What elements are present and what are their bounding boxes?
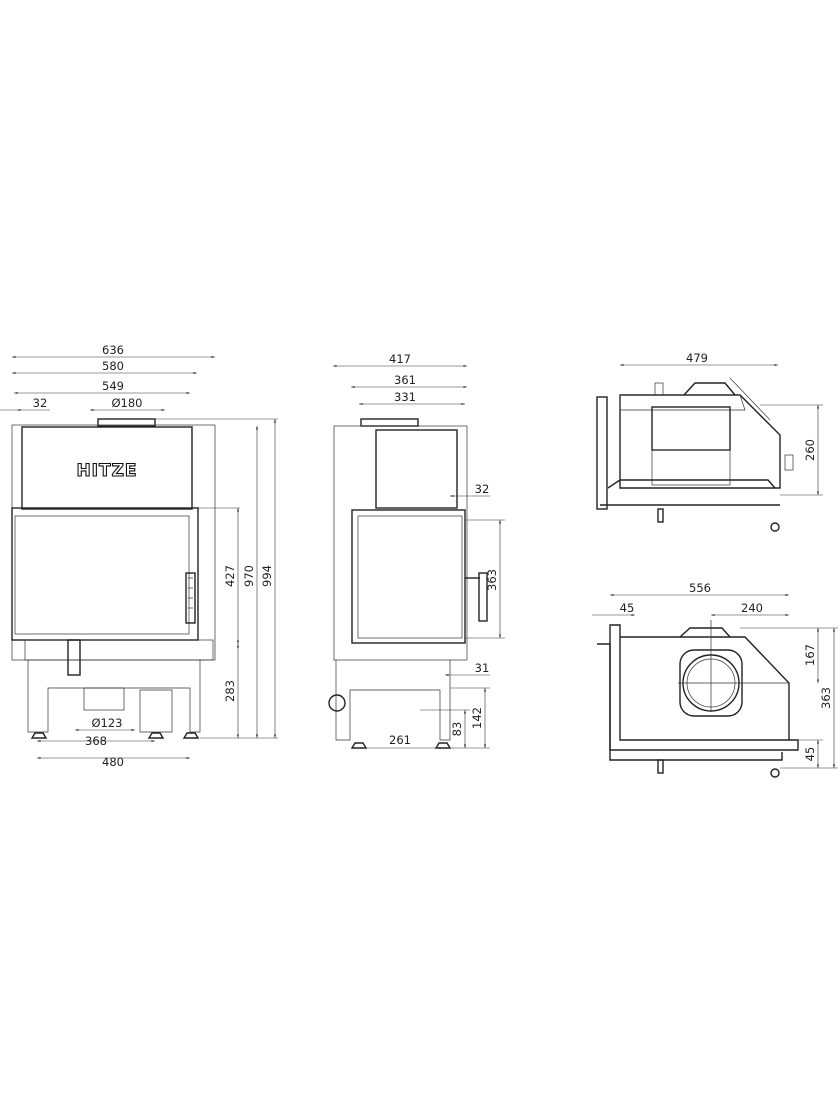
dim-plan-45: 45: [803, 747, 817, 762]
side-handle: [478, 572, 488, 622]
dim-260: 260: [803, 439, 817, 461]
grate: [651, 406, 731, 451]
dim-side-32: 32: [475, 482, 490, 496]
dim-283: 283: [223, 680, 237, 702]
dim-480: 480: [102, 755, 124, 769]
dim-167: 167: [803, 644, 817, 666]
dim-636: 636: [102, 343, 124, 357]
brand-logo: HITZE: [76, 461, 137, 481]
dim-580: 580: [102, 359, 124, 373]
feet: [30, 732, 200, 739]
dim-361: 361: [394, 373, 416, 387]
dim-479: 479: [686, 351, 708, 365]
dim-368: 368: [85, 734, 107, 748]
dim-32: 32: [33, 396, 48, 410]
door-handle: [185, 572, 196, 624]
plan-view: 556 45 240 167 363 45: [592, 581, 838, 778]
dim-air-inlet: Ø123: [91, 716, 122, 730]
dim-83: 83: [450, 722, 464, 737]
front-outline: [11, 418, 216, 739]
dim-556: 556: [689, 581, 711, 595]
dim-240: 240: [741, 601, 763, 615]
dim-flue-diameter: Ø180: [111, 396, 142, 410]
dim-427: 427: [223, 565, 237, 587]
dim-261: 261: [389, 733, 411, 747]
air-pipe: [328, 694, 346, 712]
section-view: 479 260: [596, 351, 823, 532]
front-view: HITZE 636 580 549 32 Ø180 427 283 970 99…: [0, 343, 278, 769]
dim-31: 31: [475, 661, 490, 675]
dim-331: 331: [394, 390, 416, 404]
dim-417: 417: [389, 352, 411, 366]
dim-549: 549: [102, 379, 124, 393]
dim-363: 363: [485, 569, 499, 591]
dim-plan-363: 363: [819, 687, 833, 709]
dim-142: 142: [470, 707, 484, 729]
dim-994: 994: [260, 565, 274, 587]
dim-45: 45: [620, 601, 635, 615]
side-view: 417 361 331 32 363 31 142 83 261: [328, 352, 505, 750]
dim-970: 970: [242, 565, 256, 587]
